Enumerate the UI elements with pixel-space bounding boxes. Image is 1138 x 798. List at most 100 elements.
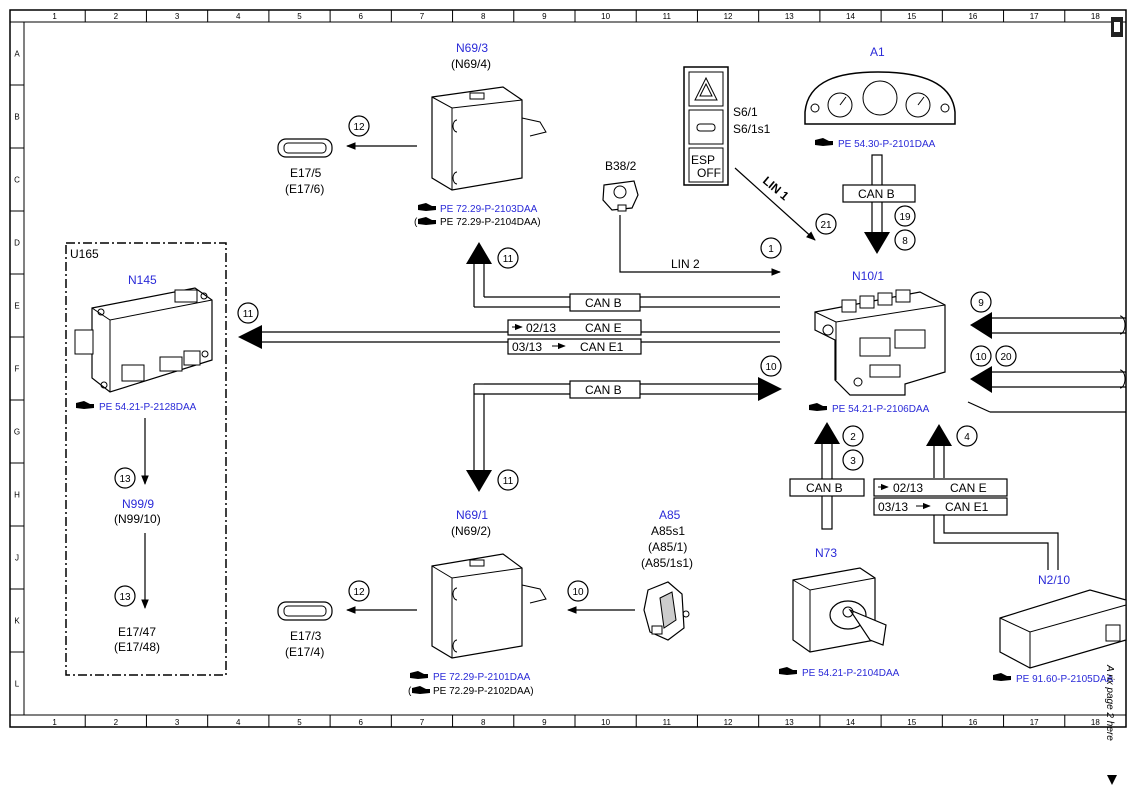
n2-10-module: N2/10 [999, 573, 1127, 669]
svg-text:CAN B: CAN B [585, 296, 622, 310]
reference-hand-icon [809, 403, 827, 411]
svg-text:(A85/1s1): (A85/1s1) [641, 556, 693, 570]
n69-1-label: N69/1 [456, 508, 488, 522]
svg-text:PE 72.29-P-2104DAA): PE 72.29-P-2104DAA) [440, 217, 541, 228]
ruler-col-11: 11 [663, 718, 672, 727]
svg-text:(N69/4): (N69/4) [451, 57, 491, 71]
callout-13: 13 [114, 585, 136, 607]
e17-3-lamp [277, 601, 333, 621]
n69-3-module: N69/3 (N69/4) [431, 41, 547, 191]
ruler-row-A: A [14, 50, 20, 59]
ruler-row-D: D [14, 239, 20, 248]
e17-5-label: E17/5 [290, 166, 322, 180]
svg-text:PE 54.21-P-2106DAA: PE 54.21-P-2106DAA [832, 404, 930, 415]
callout-21: 21 [815, 213, 837, 235]
svg-text:(N99/10): (N99/10) [114, 512, 161, 526]
callout-11: 11 [497, 469, 519, 491]
callout-text: 12 [353, 587, 365, 598]
n69-3-reference: PE 72.29-P-2103DAA ( PE 72.29-P-2104DAA) [414, 203, 541, 228]
e17-47-label: E17/47 [118, 625, 156, 639]
lin2-label: LIN 2 [671, 257, 700, 271]
callout-1: 1 [760, 237, 782, 259]
n145-label: N145 [128, 273, 157, 287]
ruler-col-1: 1 [52, 12, 57, 21]
callout-text: 8 [902, 236, 908, 247]
ruler-col-12: 12 [724, 12, 733, 21]
svg-text:(E17/48): (E17/48) [114, 640, 160, 654]
n10-1-label: N10/1 [852, 269, 884, 283]
ruler-col-3: 3 [175, 12, 180, 21]
callout-text: 21 [820, 220, 832, 231]
n69-1-module: N69/1 (N69/2) [431, 508, 547, 659]
page-link-arrow [1107, 775, 1117, 785]
callout-text: 4 [964, 432, 970, 443]
svg-text:02/13: 02/13 [893, 481, 923, 495]
callout-4: 4 [956, 425, 978, 447]
svg-text:PE 72.29-P-2101DAA: PE 72.29-P-2101DAA [433, 672, 531, 683]
callout-20: 20 [995, 345, 1017, 367]
n69-3-label: N69/3 [456, 41, 488, 55]
svg-text:03/13: 03/13 [512, 340, 542, 354]
frame [9, 9, 1127, 728]
svg-text:CAN B: CAN B [858, 187, 895, 201]
reference-hand-icon [779, 667, 797, 675]
svg-text:S6/1s1: S6/1s1 [733, 122, 771, 136]
callout-text: 11 [243, 309, 254, 320]
callout-text: 10 [975, 352, 987, 363]
ruler-col-7: 7 [420, 12, 425, 21]
svg-text:PE 72.29-P-2103DAA: PE 72.29-P-2103DAA [440, 204, 538, 215]
ruler-col-15: 15 [907, 718, 916, 727]
reference-hand-icon [76, 401, 94, 409]
callout-12: 12 [348, 115, 370, 137]
svg-text:CAN B: CAN B [806, 481, 843, 495]
svg-text:CAN B: CAN B [585, 383, 622, 397]
callout-text: 3 [850, 456, 856, 467]
ruler-col-18: 18 [1091, 12, 1100, 21]
svg-text:(: ( [414, 217, 418, 228]
callout-text: 13 [119, 474, 131, 485]
reference-hand-icon [418, 203, 436, 211]
a1-reference: PE 54.30-P-2101DAA [815, 138, 936, 150]
callout-10: 10 [970, 345, 992, 367]
ruler-col-8: 8 [481, 718, 486, 727]
ruler-col-5: 5 [297, 718, 302, 727]
a85-label: A85 [659, 508, 681, 522]
n69-1-reference: PE 72.29-P-2101DAA ( PE 72.29-P-2102DAA) [408, 671, 534, 697]
ruler-col-12: 12 [724, 718, 733, 727]
b38-2-sensor: B38/2 [602, 159, 639, 212]
ruler-col-17: 17 [1030, 12, 1039, 21]
svg-text:02/13: 02/13 [526, 321, 556, 335]
right-inputs [967, 312, 1126, 413]
page-link-note: A rix page 2 here [1104, 664, 1115, 741]
callout-text: 19 [899, 212, 911, 223]
callout-text: 20 [1000, 352, 1012, 363]
ruler-col-4: 4 [236, 718, 241, 727]
b38-2-label: B38/2 [605, 159, 637, 173]
ruler-col-3: 3 [175, 718, 180, 727]
n145-module: N145 [74, 273, 213, 393]
ruler-col-9: 9 [542, 12, 547, 21]
can-e-n2-10-to-n10-1: 02/13 CAN E 03/13 CAN E1 [873, 424, 1059, 570]
callout-10: 10 [567, 580, 589, 602]
svg-text:A85s1: A85s1 [651, 524, 685, 538]
a1-label: A1 [870, 45, 885, 59]
ruler-row-C: C [14, 176, 20, 185]
ruler-row-F: F [15, 365, 20, 374]
svg-text:(N69/2): (N69/2) [451, 524, 491, 538]
a85-door-lock [643, 581, 690, 641]
ruler-col-4: 4 [236, 12, 241, 21]
reference-hand-icon [993, 673, 1011, 681]
ruler-col-14: 14 [846, 12, 855, 21]
ruler-row-B: B [14, 113, 19, 122]
can-b-bus-upper: CAN B [466, 242, 780, 312]
callout-text: 10 [572, 587, 584, 598]
svg-text:(A85/1): (A85/1) [648, 540, 687, 554]
e17-5-lamp [277, 138, 333, 158]
can-b-bus-lower: CAN B [466, 377, 782, 492]
lin1-label: LIN 1 [760, 174, 792, 204]
callout-12: 12 [348, 580, 370, 602]
